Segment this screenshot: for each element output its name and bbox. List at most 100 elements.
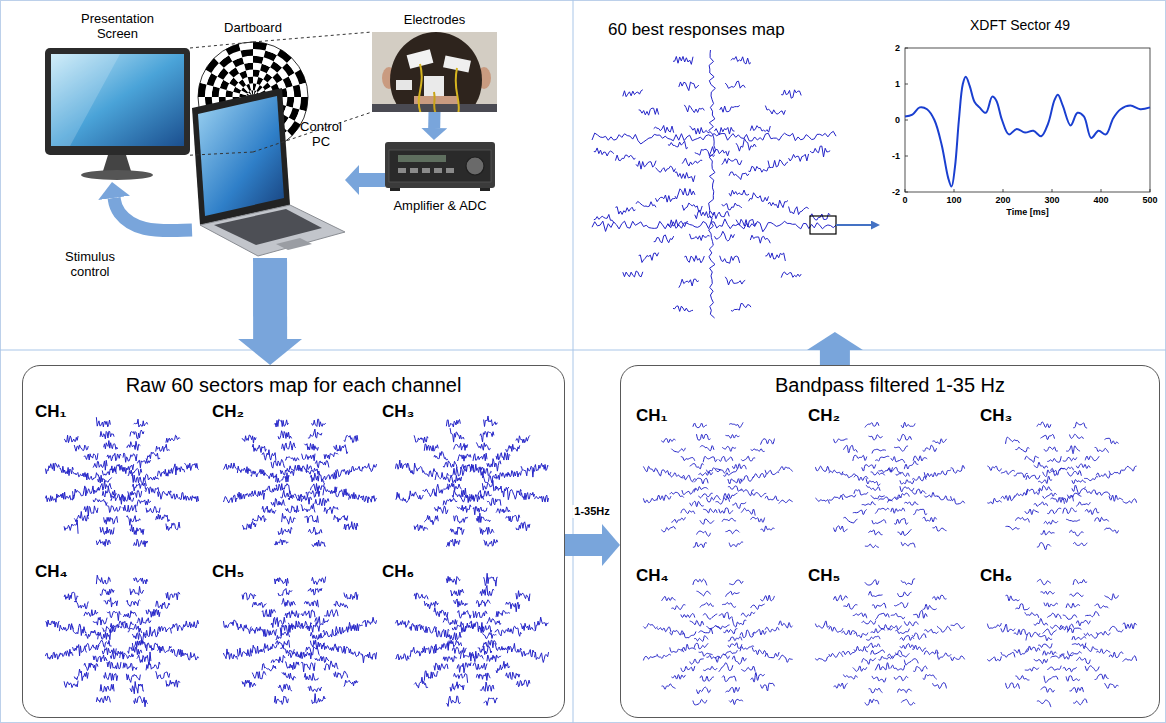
eeg-trace: [495, 486, 509, 497]
eeg-trace: [104, 441, 118, 450]
eeg-trace: [128, 490, 142, 499]
eeg-trace: [1096, 631, 1110, 635]
eeg-trace: [699, 471, 713, 475]
eeg-trace: [1109, 495, 1123, 501]
tick-mark: [1150, 189, 1151, 192]
eeg-trace: [732, 464, 746, 469]
eeg-trace: [1034, 618, 1048, 625]
eeg-trace: [271, 498, 285, 506]
eeg-trace: [304, 600, 318, 607]
eeg-trace: [815, 656, 829, 661]
checker-cell: [246, 70, 253, 78]
eeg-trace: [639, 108, 659, 115]
eeg-trace: [473, 663, 487, 670]
eeg-trace: [1063, 457, 1077, 461]
flow-arrow: [359, 173, 385, 187]
eeg-trace: [423, 646, 437, 654]
monitor-gloss: [51, 54, 120, 146]
eeg-trace: [872, 603, 886, 608]
eeg-trace: [729, 172, 749, 180]
panel-divider: [573, 0, 574, 723]
eeg-trace: [435, 484, 449, 496]
eeg-trace: [751, 673, 765, 683]
eeg-trace: [1096, 492, 1110, 496]
eeg-trace: [1041, 687, 1055, 692]
eeg-trace: [487, 498, 501, 506]
tick-mark: [1052, 189, 1053, 192]
eeg-trace: [506, 672, 520, 679]
flow-arrow: [820, 350, 850, 365]
eeg-trace: [480, 682, 494, 691]
electrodes-photo: [372, 32, 497, 112]
eeg-trace: [45, 463, 59, 474]
tick-mark: [905, 48, 908, 49]
eeg-trace: [681, 457, 695, 461]
eeg-trace: [1044, 447, 1058, 451]
eeg-trace: [130, 586, 144, 595]
eeg-trace: [301, 454, 315, 461]
eeg-trace: [703, 613, 717, 619]
eeg-trace: [521, 623, 535, 631]
eeg-trace: [484, 539, 498, 546]
eeg-trace: [262, 506, 276, 513]
channel-label: CH₂: [808, 406, 840, 426]
eeg-trace: [185, 620, 199, 628]
eeg-trace: [1069, 687, 1083, 693]
eeg-trace: [871, 472, 885, 475]
eeg-trace: [315, 656, 329, 662]
eeg-trace: [700, 446, 714, 451]
eeg-trace: [473, 453, 487, 461]
eeg-trace: [1014, 490, 1028, 498]
checker-cell: [286, 97, 294, 108]
eeg-trace: [166, 680, 180, 687]
eeg-trace: [693, 699, 707, 704]
eeg-trace: [693, 423, 707, 428]
eeg-trace: [765, 627, 779, 632]
electrode-wire: [434, 92, 436, 112]
eeg-trace: [312, 419, 326, 426]
eeg-trace: [729, 190, 749, 196]
eeg-trace: [535, 463, 549, 470]
eeg-trace: [274, 696, 288, 704]
eeg-trace: [681, 666, 695, 672]
eeg-trace: [130, 430, 144, 439]
eeg-trace: [1025, 509, 1039, 515]
eeg-trace: [409, 491, 423, 499]
eeg-trace: [395, 460, 409, 471]
eeg-trace: [93, 460, 107, 470]
process-box: Bandpass filtered 1-35 Hz: [620, 365, 1160, 718]
eeg-trace: [670, 647, 684, 652]
eeg-trace: [423, 469, 437, 477]
eeg-trace: [623, 271, 643, 277]
eeg-trace: [1006, 526, 1020, 529]
monitor-neck: [103, 155, 131, 171]
eeg-trace: [448, 632, 462, 640]
eeg-trace: [452, 467, 466, 476]
eeg-trace: [891, 613, 905, 619]
eeg-trace: [137, 499, 151, 506]
eeg-trace: [690, 620, 704, 626]
eeg-trace: [134, 539, 148, 547]
axis-tick-label: 100: [946, 195, 961, 205]
channel-label: CH₃: [382, 402, 414, 422]
eeg-trace: [668, 141, 688, 149]
eeg-trace: [278, 684, 292, 692]
eeg-trace: [506, 515, 520, 522]
eeg-trace: [102, 626, 116, 633]
eeg-trace: [335, 627, 349, 634]
eeg-trace: [344, 522, 358, 530]
checker-cell: [249, 83, 253, 90]
eeg-trace: [697, 687, 711, 694]
eeg-trace: [424, 444, 438, 451]
eeg-trace: [452, 625, 466, 632]
eeg-trace: [423, 489, 437, 497]
node-label: Control PC: [296, 120, 346, 150]
eeg-trace: [73, 645, 87, 656]
eeg-trace: [145, 643, 159, 651]
eeg-trace: [725, 591, 739, 597]
eeg-trace: [987, 498, 1001, 504]
eeg-trace: [891, 457, 905, 463]
eeg-trace: [709, 211, 729, 218]
eeg-trace: [923, 604, 937, 609]
eeg-trace: [1037, 700, 1051, 707]
